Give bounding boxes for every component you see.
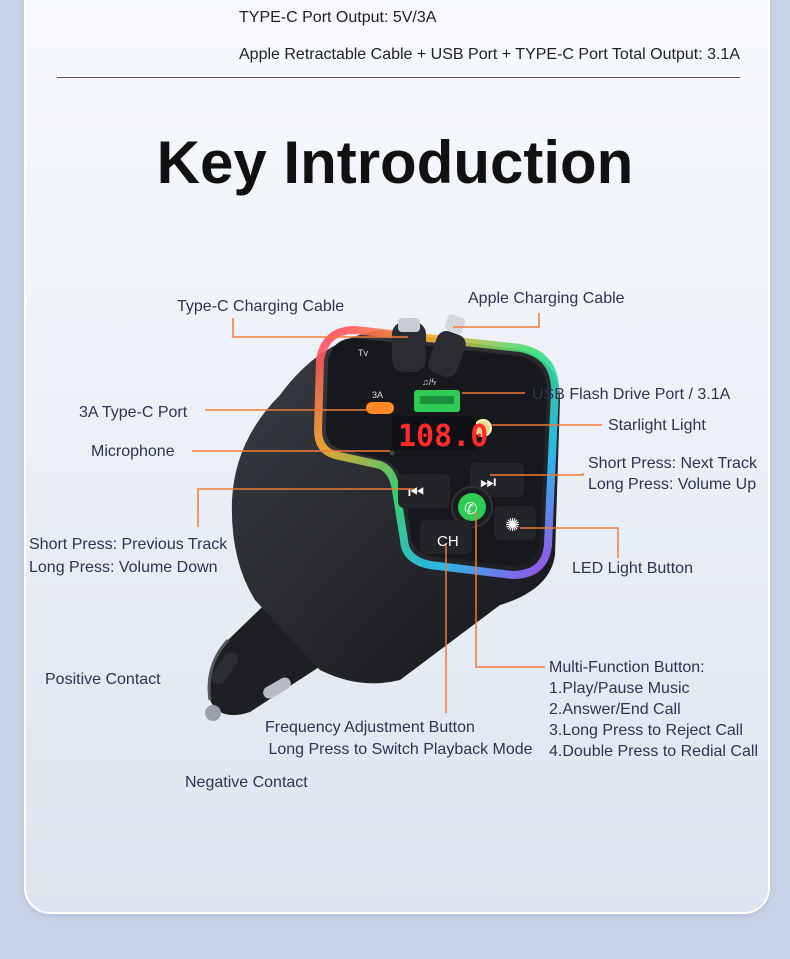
label-prev-track-short: Short Press: Previous Track: [29, 536, 228, 553]
label-apple-cable: Apple Charging Cable: [468, 290, 625, 307]
label-multi-function-title: Multi-Function Button:: [549, 659, 705, 676]
label-multi-function-3: 3.Long Press to Reject Call: [549, 722, 743, 739]
label-type-c-port: 3A Type-C Port: [79, 404, 188, 421]
svg-text:⏭: ⏭: [480, 472, 496, 493]
label-frequency-button: Frequency Adjustment Button: [265, 719, 475, 736]
microphone-hole: [389, 450, 395, 456]
leader-lines: [192, 313, 619, 713]
svg-text:♫/ϟ: ♫/ϟ: [422, 377, 436, 387]
svg-text:CH: CH: [437, 533, 459, 550]
label-next-track-short: Short Press: Next Track: [588, 455, 757, 472]
label-usb-port: USB Flash Drive Port / 3.1A: [532, 386, 731, 403]
label-prev-track-long: Long Press: Volume Down: [29, 559, 218, 576]
label-microphone: Microphone: [91, 443, 175, 460]
svg-text:3A: 3A: [372, 390, 383, 400]
divider: [57, 77, 740, 78]
label-multi-function-2: 2.Answer/End Call: [549, 701, 681, 718]
label-negative-contact: Negative Contact: [185, 774, 308, 791]
label-playback-mode: Long Press to Switch Playback Mode: [264, 741, 533, 758]
fm-display: 108.0: [398, 419, 488, 454]
spec-total-output: Apple Retractable Cable + USB Port + TYP…: [239, 46, 740, 63]
page-title: Key Introduction: [156, 129, 634, 196]
spec-type-c-output: TYPE-C Port Output: 5V/3A: [239, 9, 437, 26]
svg-text:⏮: ⏮: [408, 482, 424, 503]
label-next-track-long: Long Press: Volume Up: [588, 476, 757, 493]
label-multi-function-4: 4.Double Press to Redial Call: [549, 743, 758, 760]
svg-text:✺: ✺: [505, 515, 520, 536]
label-positive-contact: Positive Contact: [45, 671, 161, 688]
label-multi-function-1: 1.Play/Pause Music: [549, 680, 690, 697]
label-led-button: LED Light Button: [572, 560, 693, 577]
svg-text:Tv: Tv: [358, 348, 368, 358]
type-c-cable-head: [392, 318, 426, 372]
type-c-port: [366, 402, 394, 414]
label-starlight: Starlight Light: [608, 417, 706, 434]
label-type-c-cable: Type-C Charging Cable: [177, 298, 345, 315]
svg-text:✆: ✆: [464, 499, 477, 518]
apple-cable-head: [428, 314, 466, 377]
